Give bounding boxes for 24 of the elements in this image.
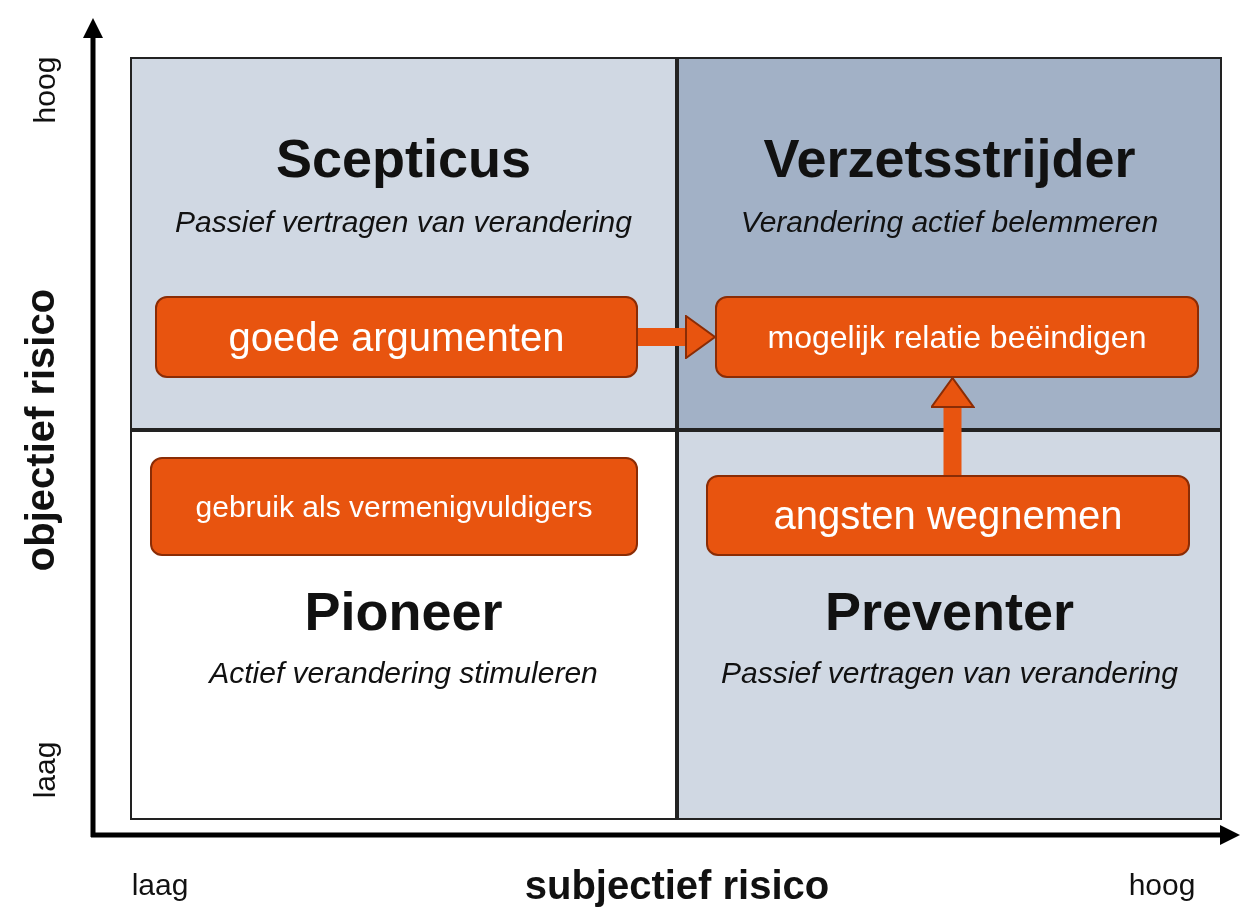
action-box: goede argumenten xyxy=(155,296,638,378)
quadrant-panel xyxy=(130,57,677,430)
quadrant-description: Passief vertragen van verandering xyxy=(174,204,633,240)
quadrant-panel xyxy=(677,57,1222,430)
quadrant-panel xyxy=(677,430,1222,820)
quadrant-description: Verandering actief belemmeren xyxy=(739,204,1160,240)
quadrant-panel xyxy=(130,430,677,820)
axis-tick-label: hoog xyxy=(1128,868,1196,902)
axis-tick-label: hoog xyxy=(28,56,62,124)
axis-title: subjectief risico xyxy=(524,862,830,908)
action-box: mogelijk relatie beëindigen xyxy=(715,296,1199,378)
block-arrow xyxy=(638,315,716,359)
quadrant-title: Verzetsstrijder xyxy=(763,127,1136,189)
axis-title: objectief risico xyxy=(17,288,63,572)
axis-tick-label: laag xyxy=(28,741,62,799)
quadrant-description: Passief vertragen van verandering xyxy=(720,655,1179,691)
quadrant-title: Scepticus xyxy=(275,127,532,189)
quadrant-title: Preventer xyxy=(824,580,1075,642)
action-box: angsten wegnemen xyxy=(706,475,1190,556)
quadrant-title: Pioneer xyxy=(304,580,503,642)
quadrant-description: Actief verandering stimuleren xyxy=(207,655,599,691)
axis-tick-label: laag xyxy=(131,868,189,902)
action-box: gebruik als vermenigvuldigers xyxy=(150,457,638,556)
block-arrow xyxy=(930,377,975,475)
